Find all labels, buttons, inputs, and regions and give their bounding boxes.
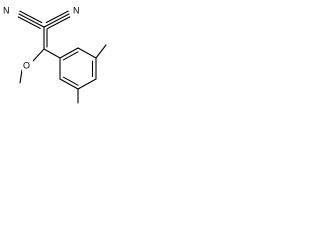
- bond-c-aryl: [43, 48, 61, 59]
- bond-o-methyl: [19, 69, 23, 84]
- nitrile-bond-right: [45, 10, 71, 29]
- benzene-ring: [59, 47, 97, 90]
- nitrile-bond-left: [17, 10, 43, 29]
- bond-c-cn-right: [43, 24, 48, 28]
- methyl-bond-top: [95, 44, 107, 59]
- chemical-structure: N N O: [2, 4, 107, 104]
- alkene-double-bond: [43, 26, 48, 50]
- bond-c-cn-left: [40, 24, 45, 28]
- atom-label-n-right: N: [73, 5, 80, 15]
- bond-c-o: [32, 48, 45, 62]
- atom-label-o: O: [23, 60, 30, 70]
- atom-label-n-left: N: [3, 5, 10, 15]
